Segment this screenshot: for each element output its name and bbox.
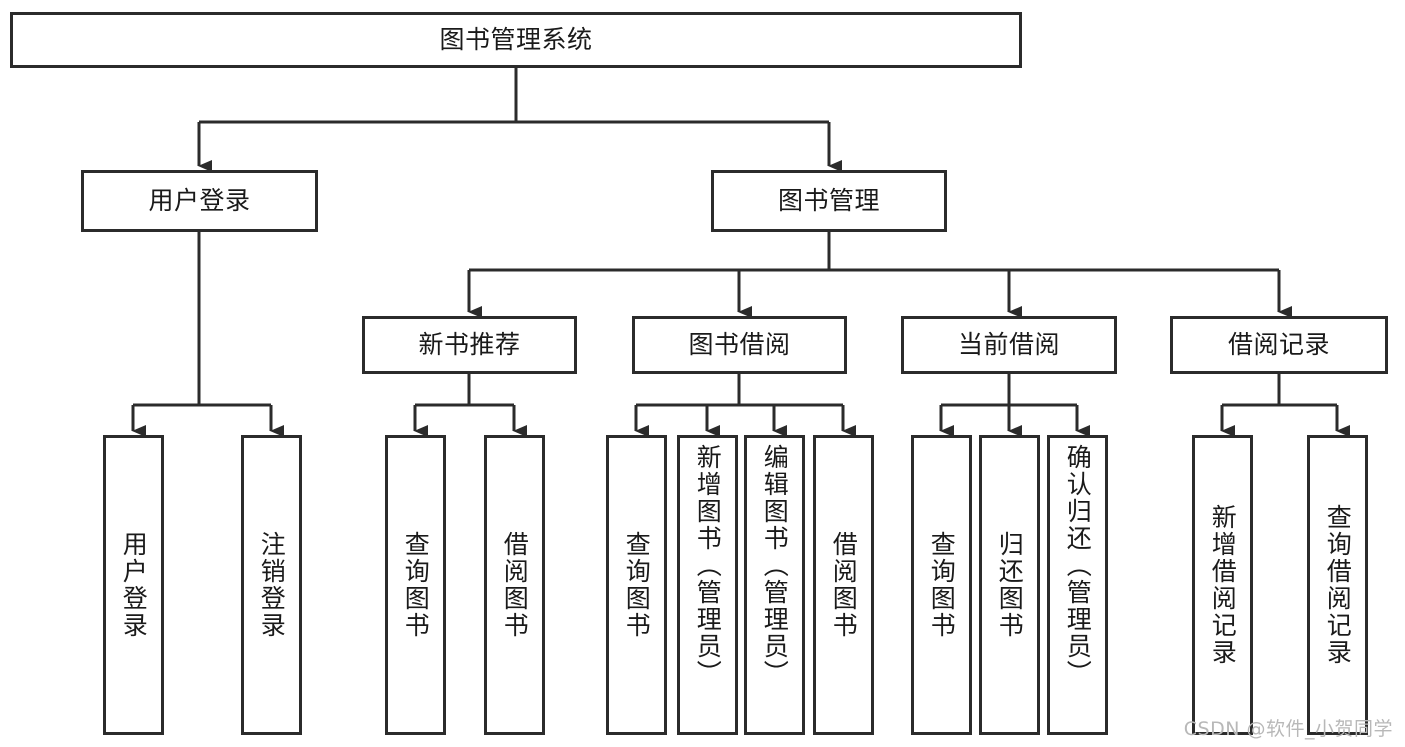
node-leaf-return-book-label: 归还图书: [995, 531, 1025, 639]
node-root[interactable]: 图书管理系统: [10, 12, 1022, 68]
node-leaf-user-login-label: 用户登录: [119, 531, 149, 639]
node-leaf-query-borrow-record-label: 查询借阅记录: [1323, 504, 1353, 666]
node-borrow-record[interactable]: 借阅记录: [1170, 316, 1388, 374]
node-current-borrow[interactable]: 当前借阅: [901, 316, 1117, 374]
node-leaf-confirm-return[interactable]: 确认归还（管理员）: [1047, 435, 1108, 735]
node-leaf-edit-book-label: 编辑图书（管理员）: [760, 444, 790, 687]
node-leaf-query-book-3[interactable]: 查询图书: [911, 435, 972, 735]
node-leaf-logout-login[interactable]: 注销登录: [241, 435, 302, 735]
node-book-management-label: 图书管理: [777, 186, 880, 216]
node-new-book-recommend[interactable]: 新书推荐: [362, 316, 577, 374]
node-leaf-user-login[interactable]: 用户登录: [103, 435, 164, 735]
node-book-borrow-label: 图书借阅: [688, 330, 791, 360]
csdn-watermark: CSDN @软件_小贺同学: [1183, 718, 1393, 740]
node-current-borrow-label: 当前借阅: [957, 330, 1060, 360]
node-leaf-add-borrow-record[interactable]: 新增借阅记录: [1192, 435, 1253, 735]
node-leaf-confirm-return-label: 确认归还（管理员）: [1063, 444, 1093, 687]
node-leaf-add-book[interactable]: 新增图书（管理员）: [677, 435, 738, 735]
node-user-login[interactable]: 用户登录: [81, 170, 318, 232]
node-leaf-edit-book[interactable]: 编辑图书（管理员）: [744, 435, 805, 735]
node-leaf-query-book-2-label: 查询图书: [622, 531, 652, 639]
node-leaf-borrow-book-2-label: 借阅图书: [829, 531, 859, 639]
node-leaf-add-borrow-record-label: 新增借阅记录: [1208, 504, 1238, 666]
node-root-label: 图书管理系统: [439, 25, 593, 55]
node-leaf-return-book[interactable]: 归还图书: [979, 435, 1040, 735]
node-leaf-logout-login-label: 注销登录: [257, 531, 287, 639]
node-new-book-recommend-label: 新书推荐: [418, 330, 521, 360]
node-leaf-borrow-book-2[interactable]: 借阅图书: [813, 435, 874, 735]
node-user-login-label: 用户登录: [148, 186, 251, 216]
node-leaf-borrow-book-1-label: 借阅图书: [500, 531, 530, 639]
node-leaf-query-book-3-label: 查询图书: [927, 531, 957, 639]
node-leaf-query-borrow-record[interactable]: 查询借阅记录: [1307, 435, 1368, 735]
node-leaf-query-book-1[interactable]: 查询图书: [385, 435, 446, 735]
node-book-management[interactable]: 图书管理: [711, 170, 947, 232]
node-leaf-borrow-book-1[interactable]: 借阅图书: [484, 435, 545, 735]
node-book-borrow[interactable]: 图书借阅: [632, 316, 847, 374]
node-leaf-query-book-2[interactable]: 查询图书: [606, 435, 667, 735]
node-borrow-record-label: 借阅记录: [1227, 330, 1330, 360]
node-leaf-query-book-1-label: 查询图书: [401, 531, 431, 639]
node-leaf-add-book-label: 新增图书（管理员）: [693, 444, 723, 687]
